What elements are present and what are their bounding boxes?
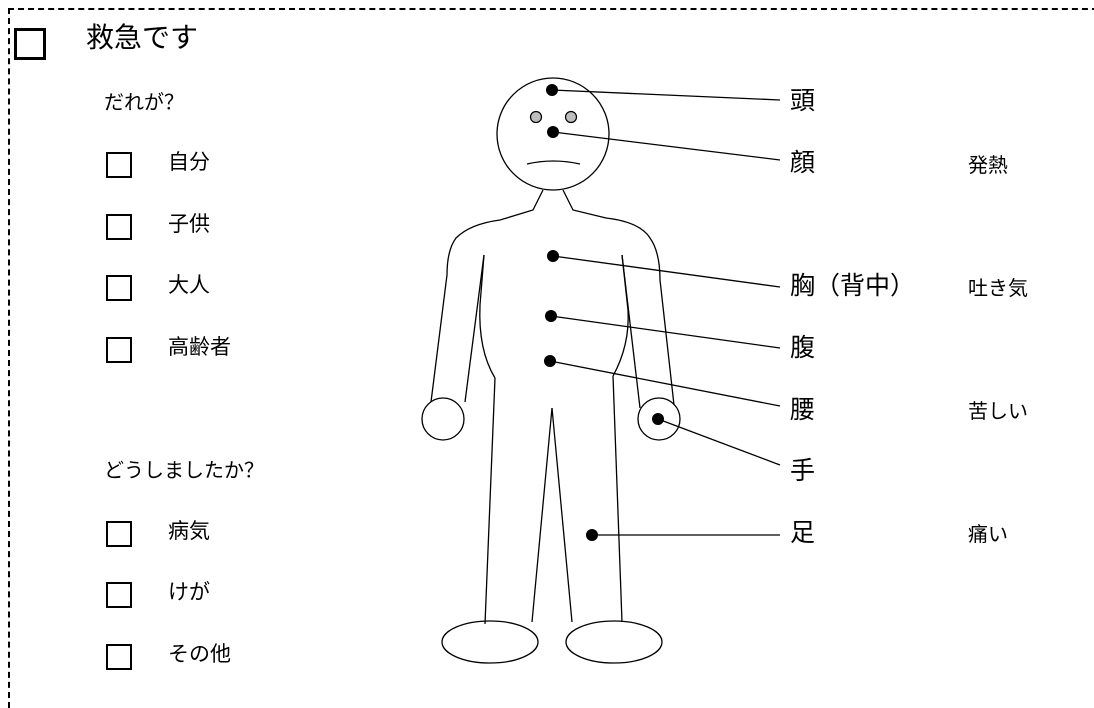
what-injury-checkbox[interactable] [106, 582, 132, 608]
who-self-checkbox[interactable] [106, 152, 132, 178]
who-elderly-label: 高齢者 [168, 335, 231, 359]
part-face[interactable]: 顔 [790, 148, 816, 177]
what-question: どうしましたか？ [104, 458, 264, 482]
who-question: だれが？ [104, 90, 184, 114]
what-injury-label: けが [168, 580, 210, 604]
foot-marker [586, 529, 598, 541]
what-other-checkbox[interactable] [106, 644, 132, 670]
symptom-nausea[interactable]: 吐き気 [968, 276, 1028, 300]
body-diagram [421, 77, 781, 664]
right-eye [564, 110, 578, 124]
stomach-marker [545, 310, 557, 322]
form-frame [8, 8, 1094, 708]
head-marker [546, 84, 558, 96]
what-illness-checkbox[interactable] [106, 521, 132, 547]
form-title: 救急です [86, 21, 199, 54]
head-outline [496, 77, 610, 191]
what-other-label: その他 [168, 642, 231, 666]
part-waist[interactable]: 腰 [790, 395, 816, 424]
part-foot[interactable]: 足 [790, 518, 816, 547]
mouth [526, 160, 581, 165]
part-stomach[interactable]: 腹 [790, 333, 816, 362]
part-chest-back[interactable]: 胸（背中） [790, 271, 916, 300]
who-adult-checkbox[interactable] [106, 275, 132, 301]
part-head[interactable]: 頭 [790, 86, 816, 115]
chest-marker [547, 250, 559, 262]
left-eye [529, 110, 543, 124]
hand-marker [652, 413, 664, 425]
symptom-breathless[interactable]: 苦しい [968, 399, 1028, 423]
symptom-fever[interactable]: 発熱 [968, 153, 1008, 177]
who-adult-label: 大人 [168, 273, 210, 297]
waist-marker [544, 355, 556, 367]
symptom-pain[interactable]: 痛い [968, 522, 1008, 546]
who-self-label: 自分 [168, 150, 210, 174]
who-child-label: 子供 [168, 212, 210, 236]
emergency-checkbox[interactable] [14, 28, 46, 60]
who-elderly-checkbox[interactable] [106, 337, 132, 363]
who-child-checkbox[interactable] [106, 214, 132, 240]
face-marker [547, 126, 559, 138]
what-illness-label: 病気 [168, 519, 210, 543]
part-hand[interactable]: 手 [790, 456, 816, 485]
